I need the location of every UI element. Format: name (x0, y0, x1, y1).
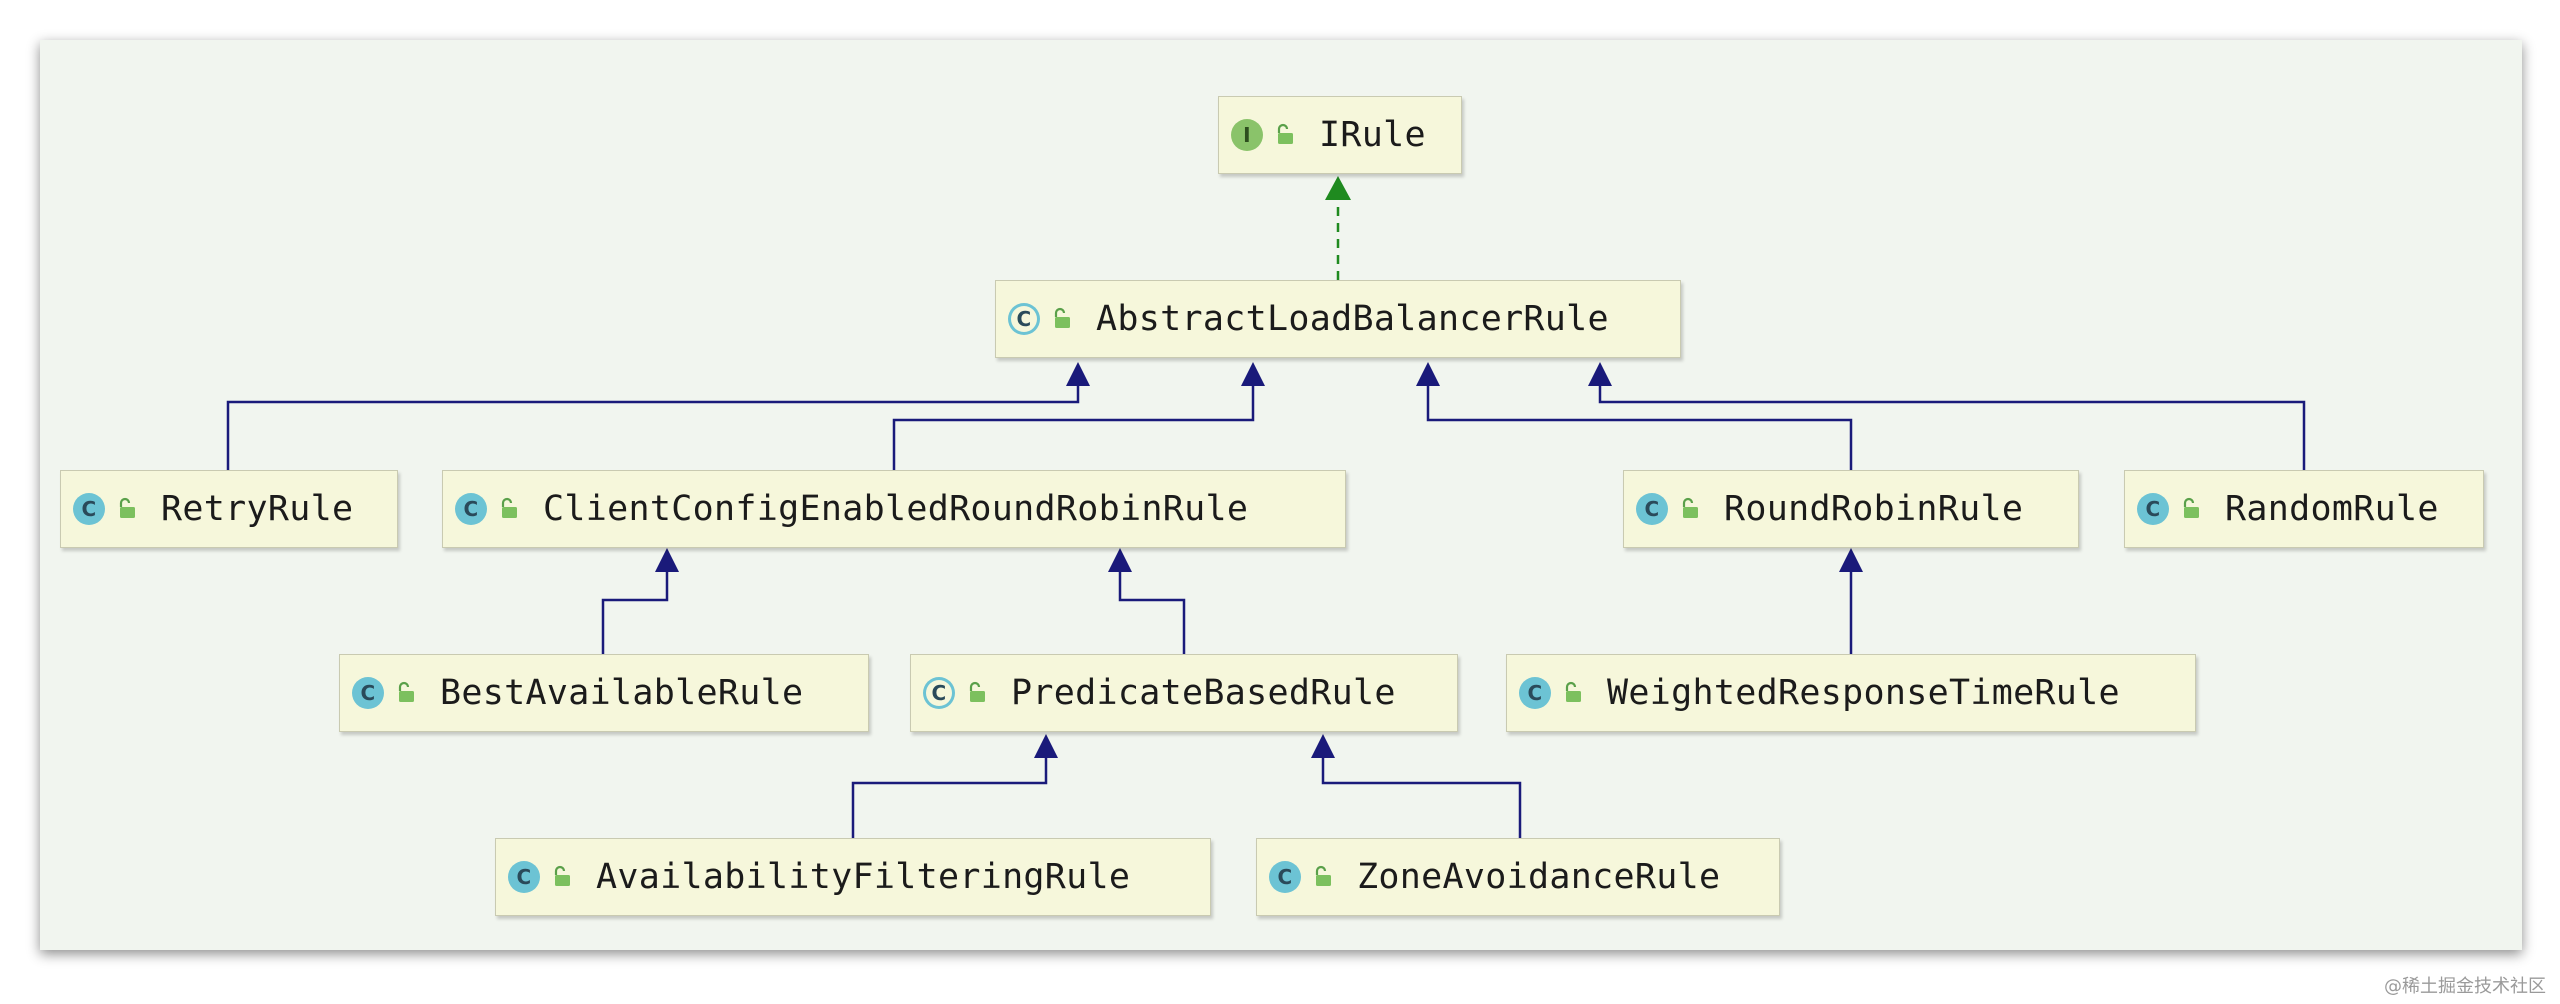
unlocked-padlock-icon (554, 865, 570, 886)
node-label: ClientConfigEnabledRoundRobinRule (543, 489, 1249, 529)
node-zoneavoidancerule[interactable]: C ZoneAvoidanceRule (1256, 838, 1780, 916)
node-label: BestAvailableRule (440, 673, 804, 713)
node-label: ZoneAvoidanceRule (1357, 857, 1721, 897)
node-roundrobinrule[interactable]: C RoundRobinRule (1623, 470, 2079, 548)
node-label: RetryRule (161, 489, 354, 529)
node-randomrule[interactable]: C RandomRule (2124, 470, 2484, 548)
unlocked-padlock-icon (1565, 681, 1581, 702)
unlocked-padlock-icon (1054, 307, 1070, 328)
node-weightedresponsetimerule[interactable]: C WeightedResponseTimeRule (1506, 654, 2196, 732)
node-availabilityfilteringrule[interactable]: C AvailabilityFilteringRule (495, 838, 1211, 916)
unlocked-padlock-icon (119, 497, 135, 518)
edge-retry-extends-abstract (226, 362, 1090, 470)
node-label: AvailabilityFilteringRule (596, 857, 1131, 897)
edge-random-extends-abstract (1588, 362, 2306, 470)
edge-roundrobin-extends-abstract (1416, 362, 1853, 470)
node-label: IRule (1319, 115, 1426, 155)
abstract-class-kind-icon: C (923, 677, 955, 709)
edge-predicate-extends-clientconfig (1108, 548, 1186, 654)
edge-clientconfig-extends-abstract (892, 362, 1265, 470)
class-kind-icon: C (2137, 493, 2169, 525)
node-retryrule[interactable]: C RetryRule (60, 470, 398, 548)
node-label: WeightedResponseTimeRule (1607, 673, 2120, 713)
interface-kind-icon: I (1231, 119, 1263, 151)
node-bestavailablerule[interactable]: C BestAvailableRule (339, 654, 869, 732)
node-label: RandomRule (2225, 489, 2439, 529)
edge-bestavailable-extends-clientconfig (601, 548, 679, 654)
node-label: AbstractLoadBalancerRule (1096, 299, 1609, 339)
unlocked-padlock-icon (398, 681, 414, 702)
watermark: @稀土掘金技术社区 (2384, 976, 2546, 997)
abstract-class-kind-icon: C (1008, 303, 1040, 335)
class-kind-icon: C (352, 677, 384, 709)
edge-abstract-implements-irule (1325, 176, 1351, 280)
edge-zoneavoidance-extends-predicate (1311, 734, 1522, 838)
class-kind-icon: C (1636, 493, 1668, 525)
node-irule[interactable]: I IRule (1218, 96, 1462, 174)
node-predicatebasedrule[interactable]: C PredicateBasedRule (910, 654, 1458, 732)
class-kind-icon: C (73, 493, 105, 525)
unlocked-padlock-icon (501, 497, 517, 518)
unlocked-padlock-icon (1315, 865, 1331, 886)
class-kind-icon: C (455, 493, 487, 525)
edge-availability-extends-predicate (851, 734, 1058, 838)
node-label: PredicateBasedRule (1011, 673, 1396, 713)
unlocked-padlock-icon (1277, 123, 1293, 144)
class-kind-icon: C (1519, 677, 1551, 709)
node-abstractloadbalancerrule[interactable]: C AbstractLoadBalancerRule (995, 280, 1681, 358)
edge-weighted-extends-roundrobin (1839, 548, 1863, 654)
unlocked-padlock-icon (969, 681, 985, 702)
node-clientconfigenabledroundrobinrule[interactable]: C ClientConfigEnabledRoundRobinRule (442, 470, 1346, 548)
unlocked-padlock-icon (1682, 497, 1698, 518)
node-label: RoundRobinRule (1724, 489, 2024, 529)
unlocked-padlock-icon (2183, 497, 2199, 518)
class-kind-icon: C (508, 861, 540, 893)
class-kind-icon: C (1269, 861, 1301, 893)
